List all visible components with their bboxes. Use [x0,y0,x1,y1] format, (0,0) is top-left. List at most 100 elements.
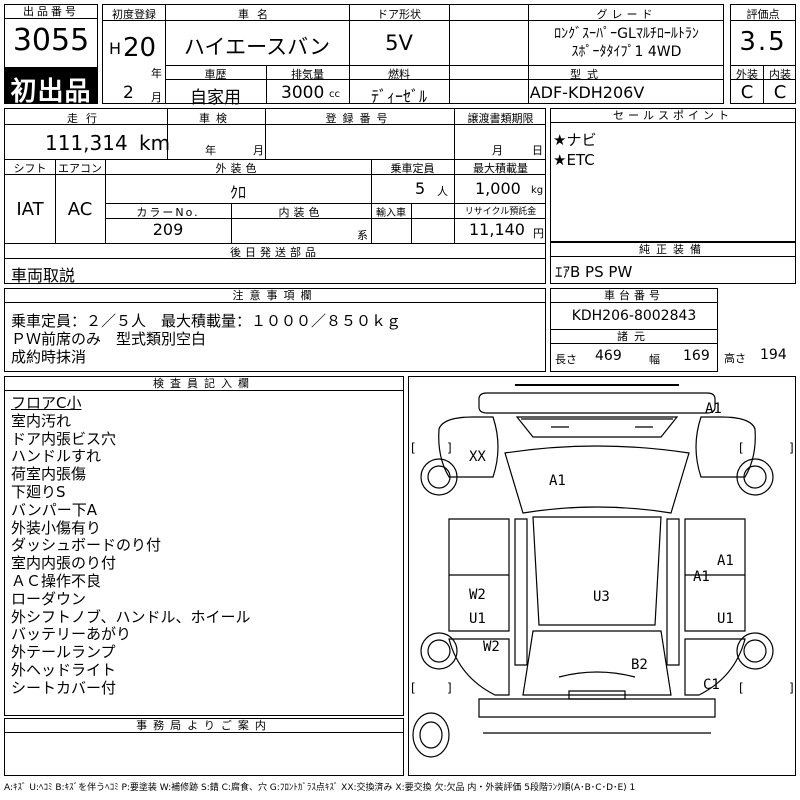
mileage-unit: km [139,131,171,155]
chassis-number: KDH206-8002843 [571,308,697,324]
displacement-unit: cc [329,89,340,100]
inspector-label: 検査員記入欄 [5,377,403,391]
bracket-open: [ [411,681,416,695]
ac: AC [67,199,93,220]
door-label: ドア形状 [377,8,421,21]
month-unit: 月 [151,91,162,104]
reg-year: 20 [123,33,157,63]
shift-label: シフト [13,162,47,175]
inspector-box: 検査員記入欄 フロアC小 室内汚れ ドア内張ビス穴 ハンドルすれ 荷室内張傷 下… [4,376,404,716]
later-parts: 車両取説 [11,266,76,285]
recycle-label: リサイクル預託金 [464,207,537,217]
note-line: ドア内張ビス穴 [11,429,117,448]
mark-left-front-door-u: U1 [469,611,486,627]
note-line: ダッシュボードのり付 [11,536,162,555]
color-no: 209 [152,220,184,239]
inspector-notes: フロアC小 室内汚れ ドア内張ビス穴 ハンドルすれ 荷室内張傷 下廻りS バンパ… [11,394,251,698]
caution-line: ＰＷ前席のみ 型式類別空白 [11,330,207,348]
mark-left-rear: W2 [483,639,500,655]
ext-grade: C [740,82,754,103]
caution-label: 注意事項欄 [5,289,545,303]
equipment-value: ｴｱB PS PW [555,263,633,281]
int-color-label: 内装色 [278,206,324,219]
bracket-close: ] [447,681,452,695]
lot-label: 出品番号 [5,5,97,19]
note-line: 外ヘッドライト [11,660,117,679]
bracket-open: [ [739,441,744,455]
note-line: 外テールランプ [11,643,116,662]
capacity: 5 [415,179,426,198]
note-line: 室内内張のり付 [11,554,117,573]
model: ADF-KDH206V [529,83,645,102]
mark-left-front: XX [469,449,486,465]
note-line: バンパー下A [11,500,98,519]
later-parts-label: 後日発送部品 [230,246,320,259]
note-line: 外シフトノブ、ハンドル、ホイール [11,607,251,626]
bracket-open: [ [411,441,416,455]
door-value: 5V [385,31,413,55]
reg-number-label: 登録番号 [325,112,394,125]
bracket-close: ] [447,441,452,455]
capacity-unit: 人 [437,185,448,198]
score-label: 評価点 [746,8,780,21]
score-cell: 評価点 3.5 外装 内装 C C [730,4,796,104]
mark-right-door-upper: A1 [717,553,734,569]
bracket-open: [ [739,681,744,695]
chassis-label: 車台番号 [551,289,717,303]
sales-item: ★ETC [553,151,595,169]
displacement: 3000 [281,83,325,103]
note-line: フロアC小 [11,394,82,412]
note-line: バッテリーあがり [11,625,132,644]
transfer-month: 月 [492,144,503,157]
import-label: 輸入車 [376,208,406,219]
mark-rear-right: C1 [703,677,720,693]
grade-label: グレード [596,8,657,21]
max-load-unit: kg [531,185,544,196]
bracket-close: ] [789,441,794,455]
sales-points: セールスポイント ★ナビ ★ETC [550,108,796,242]
era: H [109,39,122,58]
ext-label: 外装 [736,68,758,81]
fuel: ﾃﾞｨｰｾﾞﾙ [370,87,427,106]
int-label: 内装 [769,68,791,81]
inspection-label: 車検 [199,112,233,125]
mark-right-door-lower: A1 [693,569,710,585]
history: 自家用 [190,88,241,108]
note-line: 荷室内張傷 [11,465,87,484]
mark-hood: A1 [549,473,566,489]
capacity-label: 乗車定員 [390,162,435,175]
grade-line1: ﾛﾝｸﾞｽｰﾊﾟｰGLﾏﾙﾁﾛｰﾙﾄﾗﾝ [554,26,699,42]
insp-month-unit: 月 [253,144,264,157]
caution-line: 乗車定員：２／５人 最大積載量：１０００／８５０ｋｇ [11,312,402,330]
note-line: ＡＣ操作不良 [11,571,102,590]
int-color-suffix: 系 [357,229,368,242]
displacement-label: 排気量 [291,68,324,81]
equipment-label: 純正装備 [551,243,795,257]
bracket-close: ] [789,681,794,695]
shift: IAT [16,199,44,220]
note-line: 室内汚れ [11,411,72,430]
lot-number: 3055 [12,23,90,58]
mark-front-bumper: A1 [705,401,722,417]
insp-year-unit: 年 [205,144,216,157]
legend: A:ｷｽﾞ U:ﾍｺﾐ B:ｷｽﾞを伴うﾍｺﾐ P:要塗装 W:補修跡 S:錆 … [4,783,636,793]
mileage-label: 走行 [67,112,105,125]
height-label: 高さ [724,352,746,365]
ext-color-label: 外装色 [215,162,261,175]
note-line: 外装小傷有り [11,518,102,537]
int-grade: C [773,82,787,103]
note-line: 下廻りS [11,482,66,501]
mileage: 111,314 [45,131,128,155]
recycle-unit: 円 [533,227,544,240]
recycle: 11,140 [469,220,525,239]
office-box: 事務局よりご案内 [4,718,404,776]
car-name-label: 車名 [238,8,276,21]
first-listing-badge: 初出品 [4,68,98,107]
vehicle-diagram: A1 XX A1 A1 A1 W2 U1 W2 U3 U1 B2 C1 [ ] … [408,376,796,776]
height: 194 [760,347,787,363]
width-label: 幅 [649,353,660,366]
sales-label: セールスポイント [551,109,795,123]
details-table: 走行 111,314 km 車検 年 月 登録番号 譲渡書類期限 月 日 シフト… [4,108,546,285]
fuel-label: 燃料 [388,68,410,81]
color-no-label: カラーNo. [136,206,200,219]
